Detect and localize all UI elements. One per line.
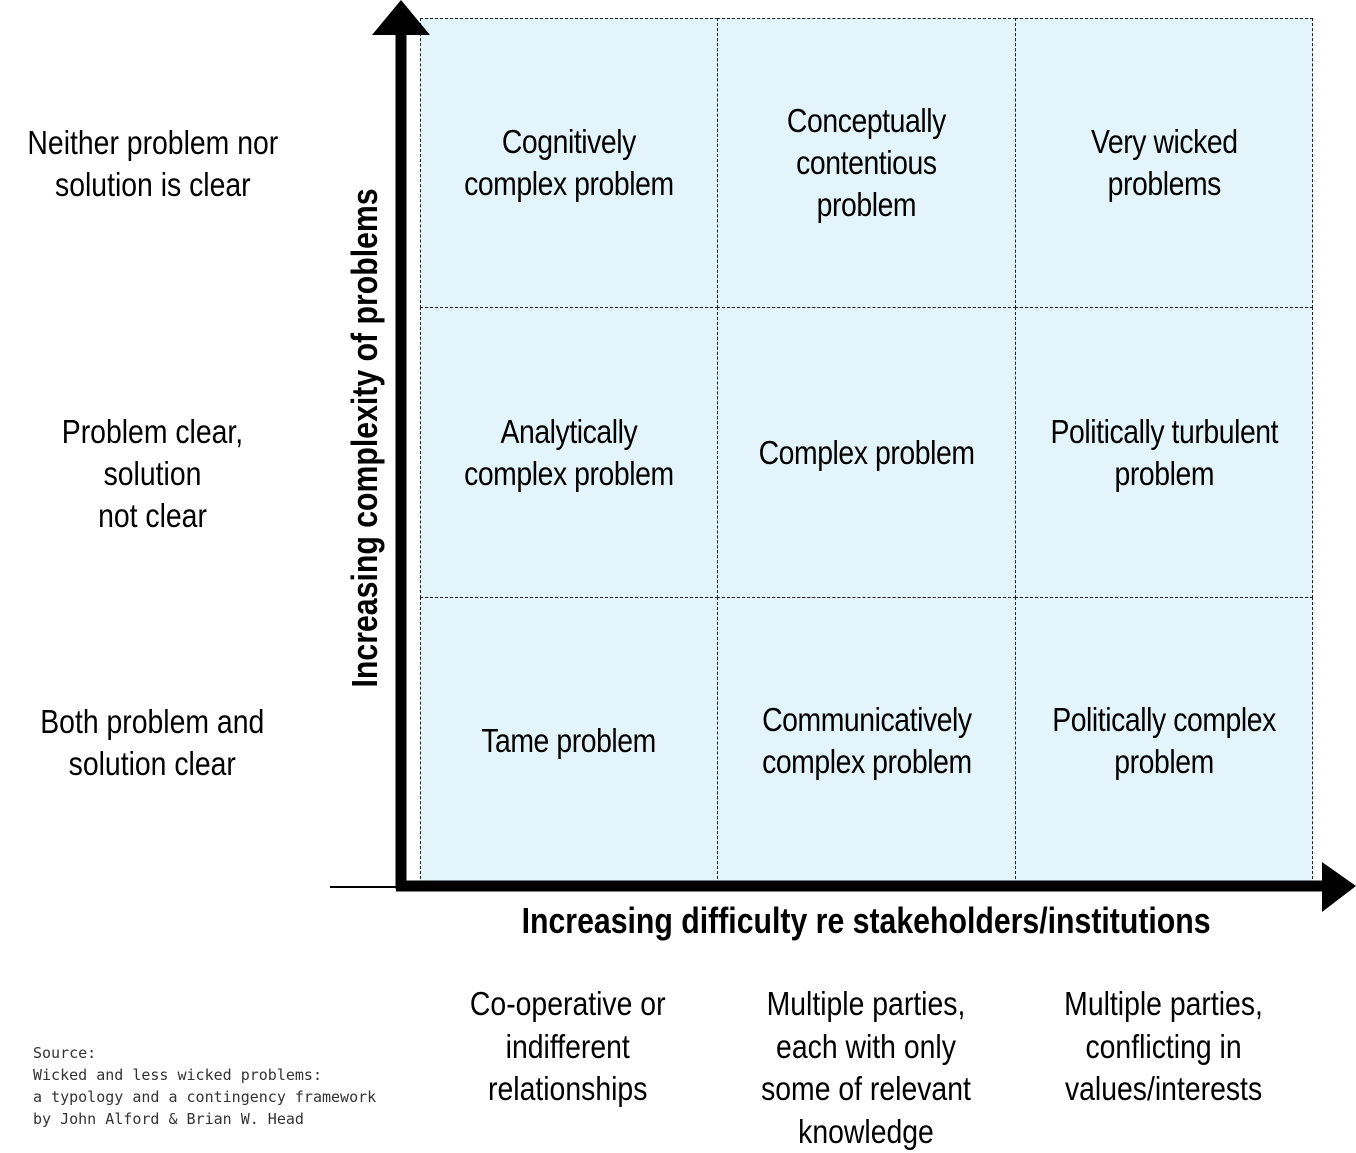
- row-label-top: Neither problem nor solution is clear: [27, 124, 278, 203]
- cell-complex: Complex problem: [717, 307, 1016, 598]
- column-label-left: Co-operative or indifferent relationship…: [470, 985, 666, 1107]
- cell-cognitively-complex: Cognitively complex problem: [420, 18, 718, 308]
- matrix-grid: Cognitively complex problem Conceptually…: [420, 18, 1313, 884]
- source-citation: Source: Wicked and less wicked problems: a…: [33, 1042, 376, 1130]
- y-axis-title: Increasing complexity of problems: [344, 188, 385, 688]
- row-label-bottom: Both problem and solution clear: [40, 703, 265, 782]
- cell-politically-turbulent: Politically turbulent problem: [1015, 307, 1313, 598]
- cell-analytically-complex: Analytically complex problem: [420, 307, 718, 598]
- x-axis-arrowhead: [1322, 862, 1356, 912]
- column-label-middle: Multiple parties, each with only some of…: [761, 985, 971, 1150]
- cell-very-wicked: Very wicked problems: [1015, 18, 1313, 308]
- x-axis-title: Increasing difficulty re stakeholders/in…: [522, 900, 1211, 941]
- source-line: Wicked and less wicked problems:: [33, 1066, 322, 1084]
- cell-conceptually-contentious: Conceptually contentious problem: [717, 18, 1016, 308]
- source-line: a typology and a contingency framework: [33, 1088, 377, 1106]
- source-line: by John Alford & Brian W. Head: [33, 1110, 304, 1128]
- column-label-right: Multiple parties, conflicting in values/…: [1064, 985, 1264, 1107]
- cell-politically-complex: Politically complex problem: [1015, 597, 1313, 884]
- source-line: Source:: [33, 1044, 97, 1062]
- cell-tame: Tame problem: [420, 597, 718, 884]
- cell-communicatively-complex: Communicatively complex problem: [717, 597, 1016, 884]
- row-label-middle: Problem clear, solution not clear: [61, 413, 244, 534]
